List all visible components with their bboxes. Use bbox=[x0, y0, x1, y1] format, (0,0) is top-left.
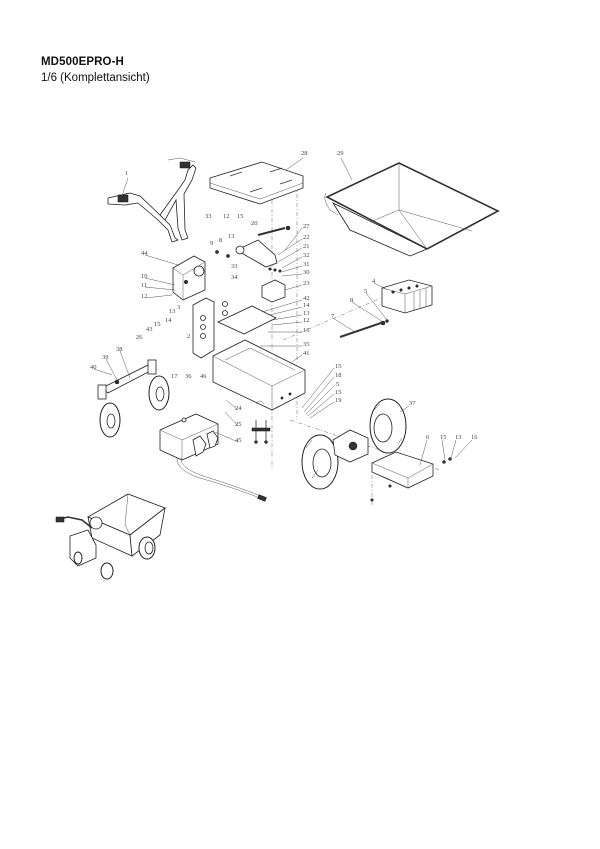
svg-text:25: 25 bbox=[235, 421, 242, 428]
svg-text:14: 14 bbox=[165, 317, 172, 324]
svg-text:38: 38 bbox=[116, 346, 123, 353]
svg-text:16: 16 bbox=[303, 327, 310, 334]
lid-plate-part bbox=[217, 305, 277, 335]
svg-text:17: 17 bbox=[171, 373, 178, 380]
front-caster-assembly-part bbox=[97, 359, 170, 438]
svg-text:20: 20 bbox=[251, 220, 258, 227]
svg-text:30: 30 bbox=[303, 269, 310, 276]
svg-text:33: 33 bbox=[231, 263, 238, 270]
top-plate-part bbox=[209, 161, 304, 205]
svg-text:40: 40 bbox=[90, 364, 97, 371]
svg-text:43: 43 bbox=[146, 326, 153, 333]
svg-text:13: 13 bbox=[455, 434, 462, 441]
control-box-part bbox=[172, 255, 206, 301]
svg-text:16: 16 bbox=[471, 434, 478, 441]
svg-text:42: 42 bbox=[303, 295, 310, 302]
svg-text:44: 44 bbox=[141, 250, 148, 257]
svg-text:13: 13 bbox=[169, 308, 176, 315]
svg-text:1: 1 bbox=[125, 170, 128, 177]
svg-text:15: 15 bbox=[335, 389, 342, 396]
svg-text:10: 10 bbox=[141, 273, 148, 280]
svg-text:13: 13 bbox=[303, 310, 310, 317]
document-title: MD500EPRO-H bbox=[41, 56, 124, 68]
svg-text:37: 37 bbox=[409, 400, 416, 407]
battery-pack-part bbox=[381, 279, 433, 314]
svg-text:28: 28 bbox=[301, 150, 308, 157]
svg-text:11: 11 bbox=[141, 282, 147, 289]
svg-text:8: 8 bbox=[350, 297, 353, 304]
svg-text:15: 15 bbox=[237, 213, 244, 220]
hopper-bucket-part bbox=[324, 162, 500, 257]
svg-text:14: 14 bbox=[303, 302, 310, 309]
hinge-rod-part bbox=[215, 225, 291, 268]
svg-text:45: 45 bbox=[235, 437, 242, 444]
tank-box-part bbox=[159, 413, 267, 502]
assembled-barrow-preview bbox=[55, 493, 166, 580]
svg-text:6: 6 bbox=[426, 434, 430, 441]
svg-text:7: 7 bbox=[331, 313, 335, 320]
upright-frame-part bbox=[192, 297, 228, 359]
svg-text:29: 29 bbox=[337, 150, 344, 157]
svg-text:21: 21 bbox=[303, 243, 310, 250]
svg-text:34: 34 bbox=[231, 274, 238, 281]
svg-text:5: 5 bbox=[364, 288, 367, 295]
handlebar-part bbox=[107, 157, 197, 243]
svg-text:15: 15 bbox=[154, 321, 161, 328]
svg-text:12: 12 bbox=[141, 293, 148, 300]
under-tray-part bbox=[370, 451, 452, 502]
svg-text:33: 33 bbox=[205, 213, 212, 220]
svg-text:18: 18 bbox=[335, 372, 342, 379]
svg-text:26: 26 bbox=[136, 334, 143, 341]
svg-text:15: 15 bbox=[335, 363, 342, 370]
svg-text:32: 32 bbox=[303, 252, 310, 259]
svg-text:12: 12 bbox=[223, 213, 230, 220]
svg-text:5: 5 bbox=[336, 381, 339, 388]
svg-text:15: 15 bbox=[440, 434, 447, 441]
rear-drive-axle-part bbox=[301, 398, 407, 490]
rod-7-part bbox=[339, 319, 389, 338]
chassis-box-part bbox=[212, 339, 306, 411]
svg-text:46: 46 bbox=[200, 373, 207, 380]
mounting-bolts bbox=[251, 420, 271, 444]
svg-text:24: 24 bbox=[235, 405, 242, 412]
svg-text:13: 13 bbox=[228, 233, 235, 240]
part-labels: 1 28 29 33 12 15 20 27 22 21 32 31 30 23… bbox=[90, 150, 478, 444]
document-subtitle: 1/6 (Komplettansicht) bbox=[41, 72, 150, 84]
bracket-23-part bbox=[261, 267, 286, 303]
svg-text:3: 3 bbox=[177, 304, 180, 311]
svg-text:12: 12 bbox=[303, 317, 310, 324]
svg-text:27: 27 bbox=[303, 223, 310, 230]
svg-text:23: 23 bbox=[303, 280, 310, 287]
svg-text:31: 31 bbox=[303, 261, 310, 268]
svg-text:8: 8 bbox=[219, 237, 222, 244]
svg-text:35: 35 bbox=[303, 341, 310, 348]
svg-text:22: 22 bbox=[303, 234, 310, 241]
svg-text:4: 4 bbox=[372, 278, 376, 285]
leader-lines bbox=[93, 157, 473, 466]
svg-text:2: 2 bbox=[187, 333, 190, 340]
svg-text:41: 41 bbox=[303, 350, 310, 357]
svg-text:36: 36 bbox=[185, 373, 192, 380]
svg-text:19: 19 bbox=[335, 397, 342, 404]
svg-text:39: 39 bbox=[102, 354, 109, 361]
svg-text:9: 9 bbox=[210, 240, 213, 247]
